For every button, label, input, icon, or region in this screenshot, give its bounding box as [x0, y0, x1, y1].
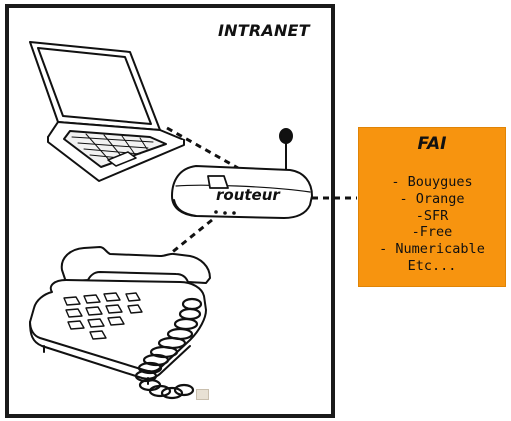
intranet-title: INTRANET: [218, 21, 310, 40]
fai-provider-item: - Numericable: [379, 241, 485, 258]
router-icon: [171, 128, 313, 219]
fai-provider-item: Etc...: [407, 257, 457, 274]
connection-laptop-router: [166, 126, 239, 170]
router-label: routeur: [216, 186, 280, 204]
fai-box: FAI - Bouygues - Orange -SFR -Free - Num…: [358, 127, 506, 287]
fai-provider-item: -Free: [411, 224, 453, 241]
telephone-icon: [29, 246, 211, 400]
fai-provider-list: - Bouygues - Orange -SFR -Free - Numeric…: [359, 174, 505, 275]
fai-provider-item: -SFR: [415, 207, 449, 224]
fai-provider-item: - Bouygues: [391, 174, 473, 190]
fai-title: FAI: [417, 134, 447, 154]
laptop-icon: [29, 41, 185, 182]
fai-provider-item: - Orange: [399, 190, 465, 207]
small-stamp-icon: [196, 389, 209, 400]
